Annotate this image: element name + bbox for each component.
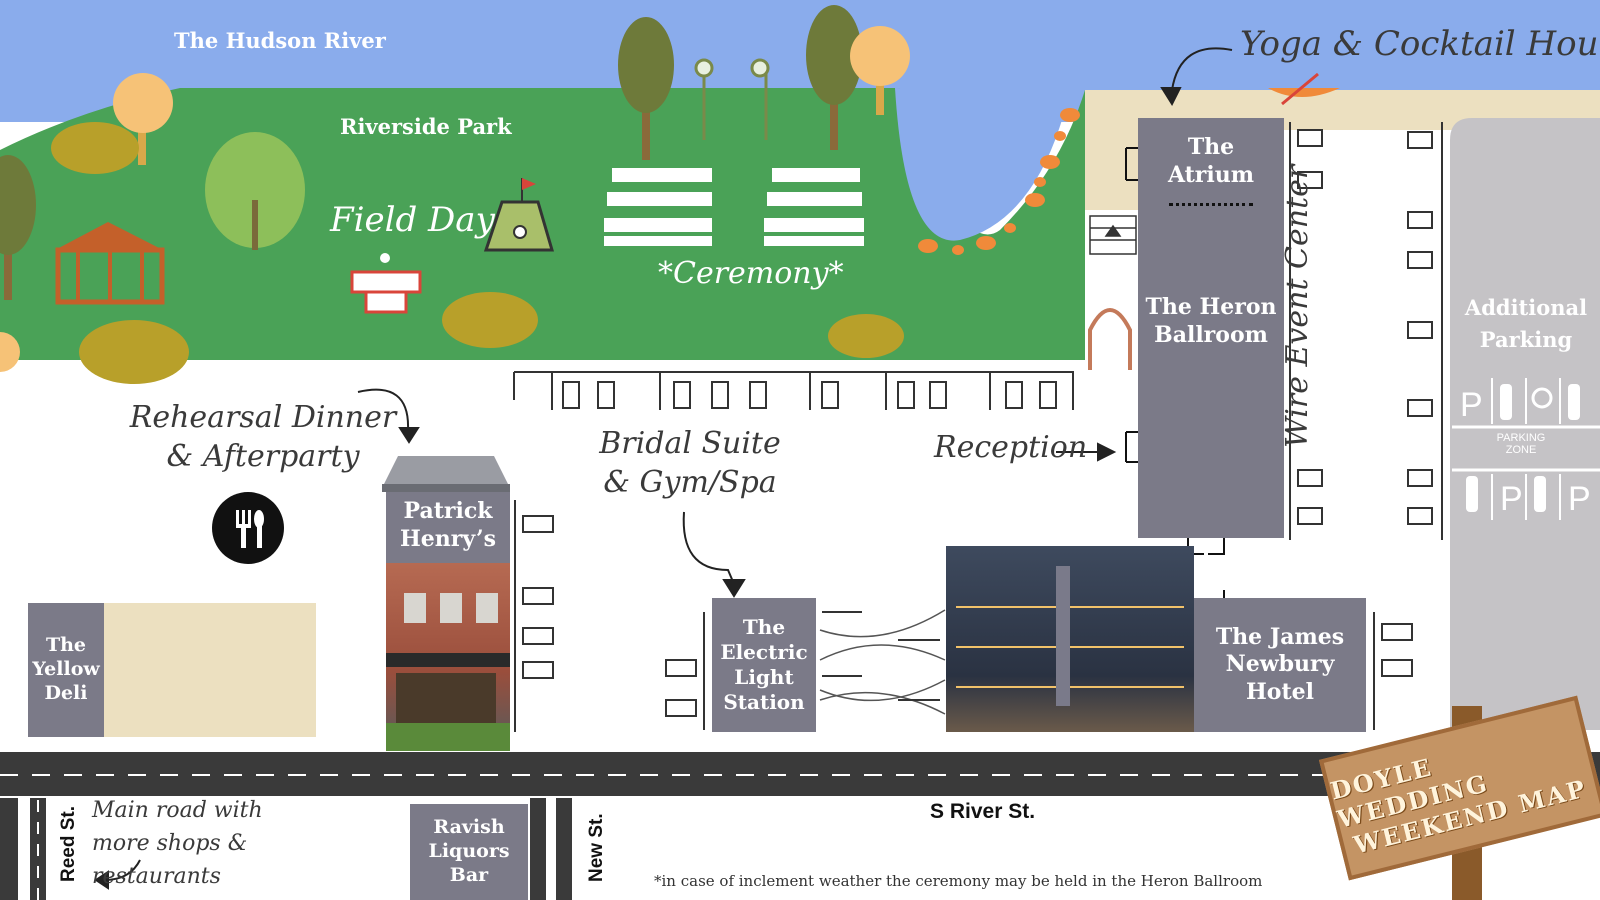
patrick-henrys-label: Patrick Henry’s [399, 498, 496, 552]
yellow-deli-building: The Yellow Deli [28, 603, 104, 737]
ceremony-chairs-left [604, 168, 712, 246]
field-day-label: Field Day [330, 200, 495, 240]
autumn-tree-icon [0, 332, 20, 372]
cornhole-icon [483, 178, 554, 252]
restaurant-icon [212, 492, 284, 564]
gazebo-icon [55, 222, 165, 305]
river-inlet [895, 88, 1070, 241]
rehearsal-dinner-label: Rehearsal Dinner & Afterparty [129, 400, 397, 474]
s-river-st-label: S River St. [930, 800, 1036, 823]
reed-st-label: Reed St. [58, 805, 79, 882]
autumn-tree-icon [850, 26, 910, 115]
tree-icon [806, 5, 862, 150]
patio-string-lights [819, 609, 946, 715]
patio-table-icon [822, 611, 940, 701]
arrow-icon [94, 47, 1233, 890]
additional-parking-label: Additional Parking [1464, 295, 1588, 352]
heron-ballroom-label: The Heron Ballroom [1145, 294, 1277, 348]
patrick-henrys-building: Patrick Henry’s [386, 492, 510, 751]
kayak-icon [1268, 72, 1340, 106]
bridal-suite-label: Bridal Suite & Gym/Spa [599, 426, 781, 500]
shoreline-rocks [918, 108, 1080, 255]
bush-icon [79, 320, 189, 384]
atrium-divider [1169, 203, 1253, 206]
atrium-label: The Atrium [1167, 134, 1255, 188]
patrick-henrys-photo [386, 563, 510, 751]
bush-icon [828, 314, 904, 358]
parking-dividers [1491, 378, 1561, 520]
parking-symbol: P [1568, 480, 1591, 518]
electric-light-station-building: The Electric Light Station [712, 598, 816, 732]
parking-symbol: P [1460, 386, 1483, 424]
parking-spaces [513, 122, 1443, 732]
deli-lot [104, 603, 316, 737]
james-newbury-hotel-label: The James Newbury Hotel [1215, 623, 1345, 705]
ceremony-chairs-right [764, 168, 864, 246]
park-label: Riverside Park [340, 114, 512, 139]
reception-label: Reception [934, 430, 1088, 465]
weather-note: *in case of inclement weather the ceremo… [654, 872, 1263, 890]
wire-event-center-building: The Atrium The Heron Ballroom [1138, 118, 1284, 538]
river-label: The Hudson River [174, 28, 386, 53]
autumn-tree-icon [113, 73, 173, 165]
parking-car-icons [1466, 384, 1580, 512]
wire-event-center-label: Wire Event Center [1280, 164, 1315, 448]
floral-arch-icon [1088, 308, 1132, 370]
willow-tree-icon [205, 132, 305, 250]
new-st-road [556, 798, 572, 900]
fork-spoon-icon [236, 510, 264, 548]
parking-symbol: P [1500, 480, 1523, 518]
roof-icon [382, 456, 510, 492]
ceremony-label: *Ceremony* [658, 256, 844, 291]
main-road-note: Main road with more shops & restaurants [92, 798, 263, 889]
tree-icon [0, 155, 36, 300]
stairs-icon [1089, 215, 1137, 255]
beer-pong-cups-icon [350, 253, 422, 314]
floral-arch-icon [694, 58, 770, 140]
bush-icon [442, 292, 538, 348]
james-newbury-photo [946, 546, 1194, 732]
yellow-deli-label: The Yellow Deli [32, 634, 100, 704]
ravish-liquors-bar-building: Ravish Liquors Bar [410, 804, 528, 900]
ravish-liquors-bar-label: Ravish Liquors Bar [428, 816, 510, 886]
yoga-cocktail-label: Yoga & Cocktail Hour [1240, 24, 1600, 64]
bush-icon [51, 122, 139, 174]
accessible-parking-icon [1531, 387, 1553, 409]
new-st-label: New St. [586, 813, 607, 882]
parking-zone-label: PARKING ZONE [1496, 432, 1546, 457]
james-newbury-hotel-building: The James Newbury Hotel [1194, 598, 1366, 732]
electric-light-station-label: The Electric Light Station [720, 615, 808, 714]
tree-icon [618, 17, 674, 160]
